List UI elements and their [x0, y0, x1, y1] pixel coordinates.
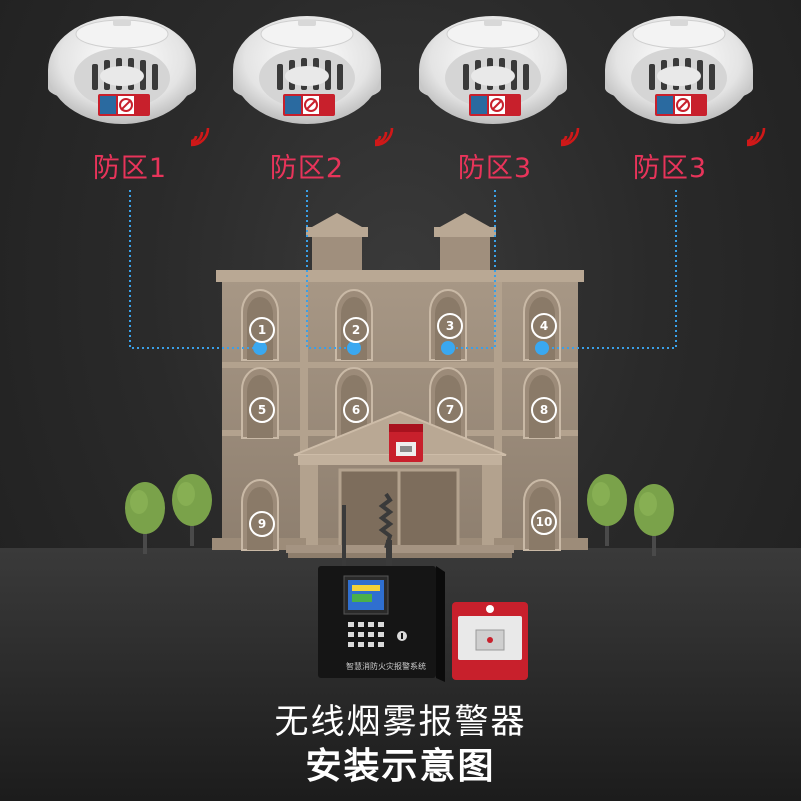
- window-number: 9: [249, 511, 275, 537]
- wireless-signal-icon: [559, 126, 580, 147]
- key-lock-icon: [397, 631, 407, 641]
- window-number: 7: [437, 397, 463, 423]
- wireless-signal-icon: [745, 126, 766, 147]
- tree-left-1: [125, 482, 165, 554]
- wireless-signal-icon: [373, 126, 394, 147]
- window-number: 1: [249, 317, 275, 343]
- window-number: 8: [531, 397, 557, 423]
- zone-label-2: 防区2: [269, 153, 345, 184]
- window-number: 5: [249, 397, 275, 423]
- caption-title: 无线烟雾报警器: [274, 702, 527, 742]
- sensor-dots: [253, 341, 549, 355]
- window-number: 10: [531, 509, 557, 535]
- wireless-signal-icon: [189, 126, 210, 147]
- smoke-detector-icon: [47, 15, 197, 125]
- panel-label: 智慧消防火灾报警系统: [346, 662, 426, 671]
- panel-keypad: [348, 622, 384, 647]
- zone-label-4: 防区3: [632, 153, 708, 184]
- window-number: 2: [343, 317, 369, 343]
- tree-right-1: [587, 474, 627, 546]
- alarm-control-panel: [318, 492, 445, 682]
- window-number: 4: [531, 313, 557, 339]
- tree-left-2: [172, 474, 212, 546]
- window-number: 6: [343, 397, 369, 423]
- tree-right-2: [634, 484, 674, 556]
- manual-call-point: [452, 602, 528, 680]
- zone-label-3: 防区3: [457, 153, 533, 184]
- zone-label-1: 防区1: [92, 153, 168, 184]
- wall-sounder-icon: [389, 424, 423, 462]
- caption-subtitle: 安装示意图: [305, 746, 496, 787]
- smoke-detector-icon: [232, 15, 382, 125]
- smoke-detector-icon: [418, 15, 568, 125]
- window-number: 3: [437, 313, 463, 339]
- smoke-detector-icon: [604, 15, 754, 125]
